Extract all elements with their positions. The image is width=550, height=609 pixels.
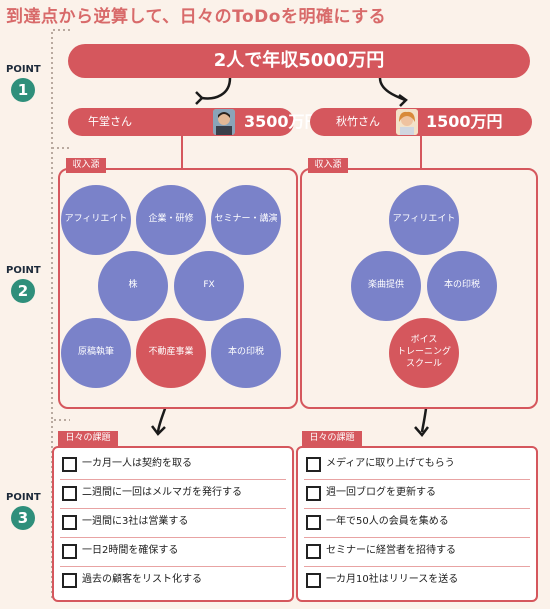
task-label: 過去の顧客をリスト化する — [82, 574, 202, 585]
point-2-number: 2 — [11, 279, 35, 303]
bubble-music: 楽曲提供 — [351, 251, 421, 321]
checkbox[interactable] — [62, 573, 77, 588]
bubble-voice-school: ボイス トレーニング スクール — [389, 318, 459, 388]
task-item: 一カ月10社はリリースを送る — [304, 566, 530, 595]
checkbox[interactable] — [62, 515, 77, 530]
bubble-affiliate-left: アフィリエイト — [61, 185, 131, 255]
bubble-real-estate: 不動産事業 — [136, 318, 206, 388]
point-1-number: 1 — [11, 78, 35, 102]
bubble-fx: FX — [174, 251, 244, 321]
checkbox[interactable] — [306, 457, 321, 472]
left-person-avatar — [213, 109, 235, 135]
left-person-amount: 3500万円 — [244, 112, 321, 131]
checkbox[interactable] — [62, 457, 77, 472]
checkbox[interactable] — [306, 573, 321, 588]
task-label: メディアに取り上げてもらう — [326, 458, 455, 469]
task-label: 週一回ブログを更新する — [326, 487, 436, 498]
right-task-list: メディアに取り上げてもらう 週一回ブログを更新する 一年で50人の会員を集める … — [296, 446, 538, 602]
checkbox[interactable] — [306, 544, 321, 559]
checkbox[interactable] — [306, 515, 321, 530]
bubble-writing: 原稿執筆 — [61, 318, 131, 388]
task-item: 一日2時間を確保する — [60, 537, 286, 567]
left-person-name: 午堂さん — [88, 115, 132, 128]
page-title: 到達点から逆算して、日々のToDoを明確にする — [6, 7, 387, 27]
task-label: 一カ月10社はリリースを送る — [326, 574, 459, 585]
checkbox[interactable] — [62, 544, 77, 559]
bubble-corporate-training: 企業・研修 — [136, 185, 206, 255]
bubble-affiliate-right: アフィリエイト — [389, 185, 459, 255]
task-label: 二週間に一回はメルマガを発行する — [82, 487, 242, 498]
task-label: セミナーに経営者を招待する — [326, 545, 456, 556]
task-item: メディアに取り上げてもらう — [304, 450, 530, 480]
task-item: 一週間に3社は営業する — [60, 508, 286, 538]
task-item: 過去の顧客をリスト化する — [60, 566, 286, 595]
task-item: 一年で50人の会員を集める — [304, 508, 530, 538]
right-person-avatar — [396, 109, 418, 135]
left-task-list: 一カ月一人は契約を取る 二週間に一回はメルマガを発行する 一週間に3社は営業する… — [52, 446, 294, 602]
bubble-seminar: セミナー・講演 — [211, 185, 281, 255]
bubble-royalties-right: 本の印税 — [427, 251, 497, 321]
task-item: セミナーに経営者を招待する — [304, 537, 530, 567]
goal-banner: 2人で年収5000万円 — [68, 44, 530, 78]
right-person-pill: 秋竹さん 1500万円 — [310, 108, 532, 136]
left-tasks-tag: 日々の課題 — [58, 431, 118, 446]
task-label: 一カ月一人は契約を取る — [82, 458, 192, 469]
point-3-label: POINT — [6, 492, 41, 503]
bubble-stocks: 株 — [98, 251, 168, 321]
checkbox[interactable] — [62, 486, 77, 501]
point-2-label: POINT — [6, 265, 41, 276]
right-person-name: 秋竹さん — [336, 115, 380, 128]
bubble-royalties-left: 本の印税 — [211, 318, 281, 388]
task-item: 週一回ブログを更新する — [304, 479, 530, 509]
task-label: 一年で50人の会員を集める — [326, 516, 449, 527]
left-income-tag: 収入源 — [66, 158, 106, 173]
right-income-tag: 収入源 — [308, 158, 348, 173]
left-person-pill: 午堂さん 3500万円 — [68, 108, 321, 136]
task-item: 二週間に一回はメルマガを発行する — [60, 479, 286, 509]
task-label: 一週間に3社は営業する — [82, 516, 189, 527]
point-1-label: POINT — [6, 64, 41, 75]
task-label: 一日2時間を確保する — [82, 545, 179, 556]
right-tasks-tag: 日々の課題 — [302, 431, 362, 446]
point-3-number: 3 — [11, 506, 35, 530]
task-item: 一カ月一人は契約を取る — [60, 450, 286, 480]
checkbox[interactable] — [306, 486, 321, 501]
right-person-amount: 1500万円 — [426, 112, 503, 131]
